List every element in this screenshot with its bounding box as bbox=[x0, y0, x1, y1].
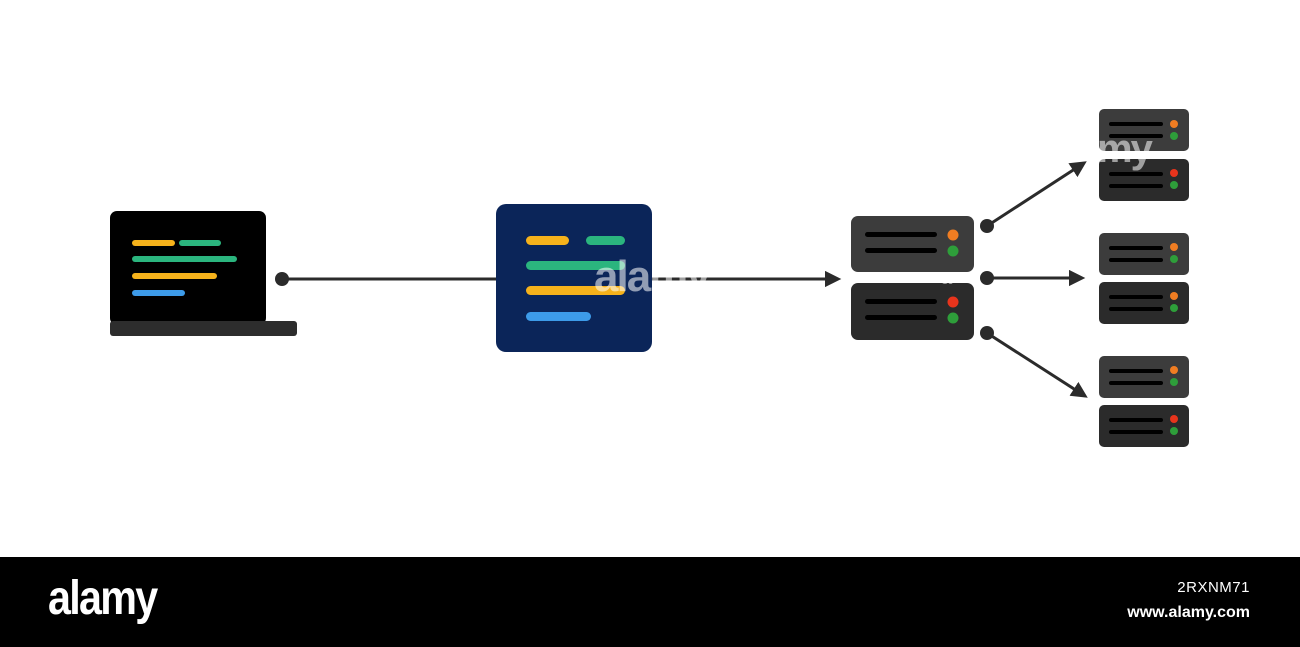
status-led-red bbox=[1170, 415, 1178, 423]
server-stripe bbox=[865, 248, 937, 253]
server-stripe bbox=[1109, 258, 1163, 262]
server-unit bbox=[851, 283, 974, 340]
footer-brand-logo[interactable]: alamy bbox=[48, 572, 158, 625]
server-stripe bbox=[865, 315, 937, 320]
code-line bbox=[586, 236, 625, 245]
status-led-red bbox=[947, 296, 959, 308]
code-line bbox=[132, 273, 217, 279]
footer-bar: alamy 2RXNM71 www.alamy.com bbox=[0, 557, 1300, 647]
code-line bbox=[179, 240, 221, 246]
status-led-orange bbox=[947, 229, 959, 241]
connector-fanout-top bbox=[980, 161, 1087, 233]
server-stripe bbox=[1109, 122, 1163, 126]
server-stripe bbox=[1109, 172, 1163, 176]
status-led-orange bbox=[1170, 292, 1178, 300]
code-line bbox=[132, 256, 237, 262]
target-server-stack-1-icon bbox=[1099, 109, 1189, 201]
status-led-orange bbox=[1170, 120, 1178, 128]
deployment-diagram: alamy a my bbox=[110, 109, 1189, 447]
server-stripe bbox=[1109, 430, 1163, 434]
server-unit bbox=[1099, 405, 1189, 447]
code-line bbox=[132, 290, 185, 296]
status-led-green bbox=[1170, 255, 1178, 263]
status-led-green bbox=[1170, 304, 1178, 312]
target-server-stack-3-icon bbox=[1099, 356, 1189, 447]
status-led-green bbox=[1170, 427, 1178, 435]
server-stripe bbox=[865, 232, 937, 237]
code-line bbox=[132, 240, 175, 246]
watermark-main: alamy bbox=[594, 252, 711, 301]
status-led-red bbox=[1170, 169, 1178, 177]
target-server-stack-2-icon bbox=[1099, 233, 1189, 324]
server-stripe bbox=[1109, 295, 1163, 299]
code-line bbox=[526, 261, 625, 270]
connector-fanout-middle bbox=[980, 269, 1086, 287]
status-led-orange bbox=[1170, 366, 1178, 374]
main-server-stack-icon bbox=[851, 216, 974, 340]
code-line bbox=[526, 236, 569, 245]
status-led-green bbox=[947, 245, 959, 257]
connector-fanout-bottom bbox=[980, 326, 1088, 398]
connector-start-dot bbox=[275, 272, 289, 286]
watermark-small: a bbox=[941, 267, 953, 289]
server-stripe bbox=[1109, 246, 1163, 250]
server-unit bbox=[1099, 233, 1189, 275]
server-stripe bbox=[1109, 307, 1163, 311]
footer-url-link[interactable]: www.alamy.com bbox=[1127, 604, 1250, 621]
server-unit bbox=[1099, 159, 1189, 201]
server-stripe bbox=[1109, 184, 1163, 188]
footer-meta: 2RXNM71 www.alamy.com bbox=[1127, 579, 1250, 622]
server-stripe bbox=[865, 299, 937, 304]
server-unit bbox=[1099, 109, 1189, 151]
code-line bbox=[526, 286, 625, 295]
server-unit bbox=[851, 216, 974, 272]
status-led-green bbox=[947, 312, 959, 324]
status-led-orange bbox=[1170, 243, 1178, 251]
code-line bbox=[526, 312, 591, 321]
server-unit bbox=[1099, 282, 1189, 324]
status-led-green bbox=[1170, 181, 1178, 189]
code-editor-icon bbox=[496, 204, 652, 352]
status-led-green bbox=[1170, 378, 1178, 386]
status-led-green bbox=[1170, 132, 1178, 140]
server-unit bbox=[1099, 356, 1189, 398]
watermark-corner: my bbox=[1097, 127, 1154, 171]
server-stripe bbox=[1109, 134, 1163, 138]
server-stripe bbox=[1109, 418, 1163, 422]
laptop-base bbox=[110, 321, 297, 336]
laptop-screen bbox=[110, 211, 266, 325]
image-id: 2RXNM71 bbox=[1177, 579, 1250, 596]
laptop-code-icon bbox=[110, 211, 297, 336]
server-stripe bbox=[1109, 369, 1163, 373]
server-stripe bbox=[1109, 381, 1163, 385]
